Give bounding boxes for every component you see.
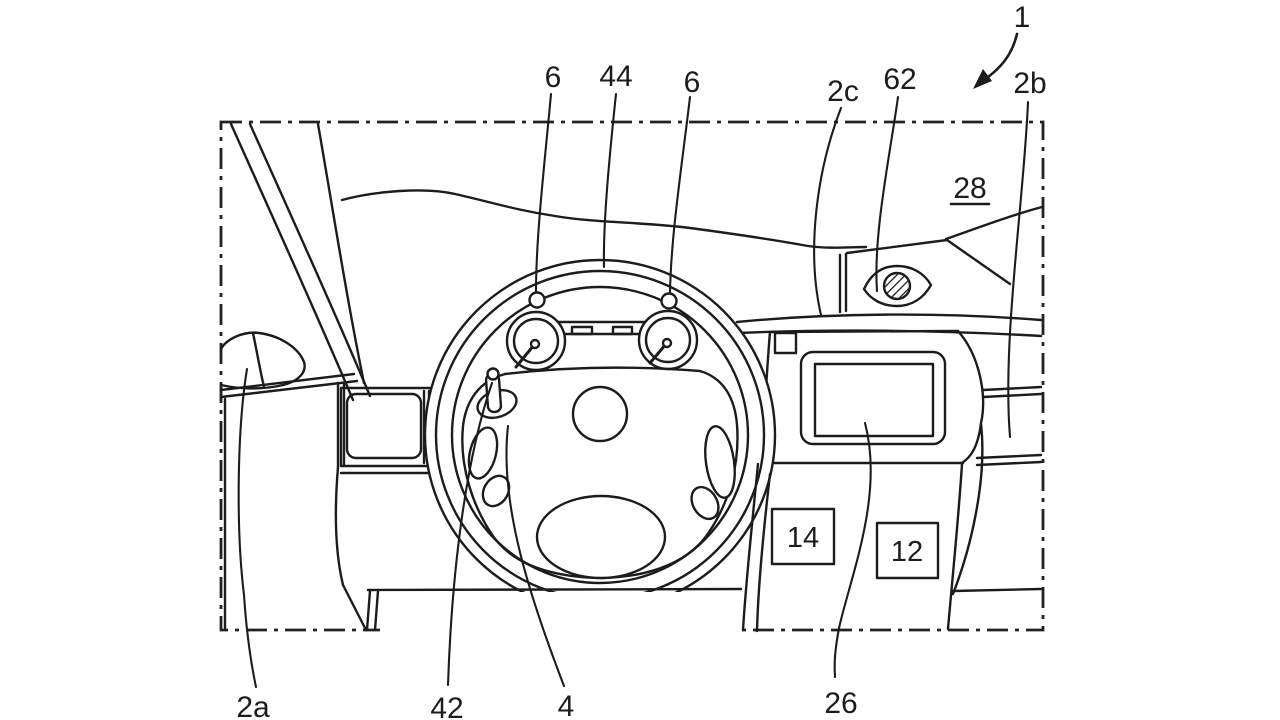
leader-line-44: [602, 92, 618, 269]
knee-panel: [380, 592, 740, 632]
ref-label-1: 1: [1014, 1, 1031, 34]
right-gauge: [637, 309, 699, 371]
side-mirror: [219, 331, 306, 390]
steering-hub: [461, 366, 739, 580]
windshield-horizon: [340, 189, 1044, 249]
ref-label-2c: 2c: [827, 75, 859, 108]
component-box-14: [770, 507, 836, 566]
center-stack: [741, 422, 984, 633]
leader-line-62: [875, 95, 900, 293]
eye-sensor-icon: [862, 264, 933, 308]
leader-line-4: [505, 424, 566, 688]
ref-label-62: 62: [883, 63, 916, 96]
leader-line-2a: [237, 367, 258, 689]
leader-line-42: [446, 381, 494, 687]
leader-line-2c: [813, 106, 843, 317]
dash-switch: [773, 331, 798, 355]
dashboard-bottom-edge: [366, 587, 1043, 593]
center-display: [799, 350, 947, 446]
leader-line-6-right: [668, 95, 692, 295]
instrument-cluster: [555, 320, 647, 336]
arrowhead-1: [973, 69, 992, 89]
leader-line-26: [833, 421, 872, 679]
ref-label-28: 28: [953, 172, 986, 205]
component-box-12: [875, 521, 940, 580]
dashboard-right-trim: [975, 385, 1043, 467]
ref-label-4: 4: [558, 690, 575, 720]
gauge-marker-right: [660, 292, 678, 310]
ref-label-2b: 2b: [1013, 67, 1046, 100]
ref-label-44: 44: [599, 60, 632, 93]
ref-label-6-left: 6: [545, 61, 562, 94]
ref-label-26: 26: [824, 687, 857, 720]
ref-label-12: 12: [891, 536, 923, 568]
leader-line-2b: [1007, 100, 1030, 439]
figure-frame: [219, 120, 1045, 632]
dashboard-left: [334, 381, 380, 632]
sensor-housing: [838, 238, 1012, 314]
ref-label-2a: 2a: [236, 691, 270, 720]
gauge-marker-left: [528, 291, 546, 309]
a-pillar: [229, 122, 372, 402]
leader-line-6-left: [534, 92, 553, 294]
ref-label-6-right: 6: [684, 66, 701, 99]
left-gauge: [505, 310, 567, 372]
ref-label-14: 14: [787, 522, 819, 554]
ref-label-42: 42: [430, 692, 463, 720]
